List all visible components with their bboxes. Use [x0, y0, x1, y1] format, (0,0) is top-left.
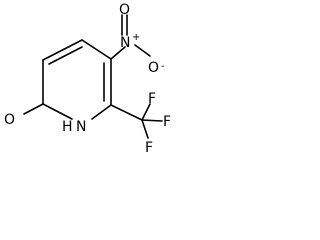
bond-n1-c2: [42, 103, 73, 120]
fluorine-top-label: F: [148, 91, 156, 107]
oxygen-nitro-top-label: O: [119, 2, 130, 18]
bond-c6-n1: [91, 104, 112, 120]
ring-bonds: [42, 39, 112, 120]
nitro-bonds: [110, 14, 151, 60]
bond-nitro-n-o-right: [134, 44, 151, 57]
fluorine-right-label: F: [163, 114, 171, 130]
bond-c5-nitro-n: [110, 46, 126, 60]
nitrogen-ring-label: N: [76, 119, 86, 135]
bond-c3-c4-inner: [48, 46, 83, 65]
nitro-plus-charge: +: [132, 32, 140, 43]
molecule-structure: O H N N + O O - F F F: [4, 2, 171, 156]
oxygen-nitro-right-label: O: [148, 60, 159, 76]
nitro-minus-charge: -: [161, 61, 165, 72]
bond-cf3-f-bottom: [141, 119, 149, 139]
bond-c3-c4: [42, 39, 83, 61]
atom-labels: O H N N + O O - F F F: [4, 2, 171, 156]
carbonyl-bond: [23, 103, 44, 115]
bond-c6-cf3: [110, 104, 143, 121]
bond-cf3-f-top: [141, 103, 151, 121]
nitrogen-nitro-label: N: [120, 35, 130, 51]
cf3-bonds: [110, 103, 163, 139]
bond-c2-o: [23, 103, 44, 115]
hydrogen-ring-label: H: [62, 119, 73, 135]
fluorine-bottom-label: F: [145, 140, 153, 156]
bond-cf3-f-right: [141, 119, 163, 122]
oxygen-carbonyl-label: O: [4, 112, 15, 128]
bond-c4-c5: [81, 39, 112, 60]
